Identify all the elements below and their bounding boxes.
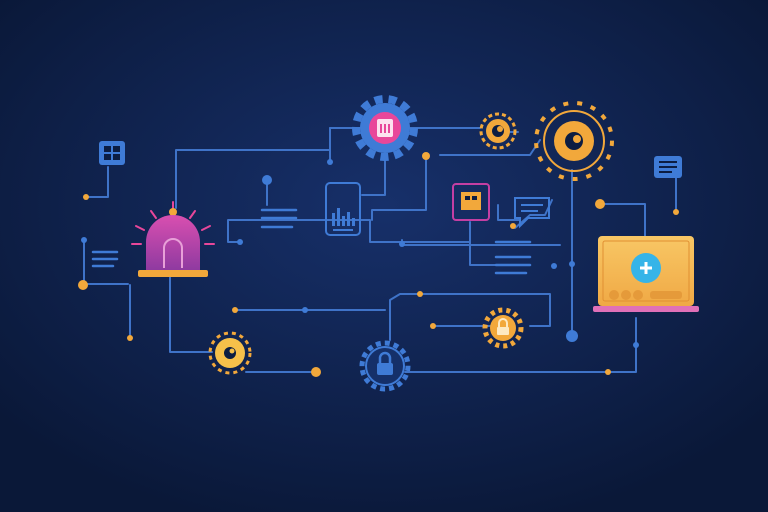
endpoint-dot	[83, 194, 89, 200]
endpoint-dot	[262, 175, 272, 185]
endpoint-dot	[566, 330, 578, 342]
connection-endpoints	[78, 152, 679, 377]
endpoint-dot	[399, 241, 405, 247]
disc-gear-icon	[208, 331, 252, 375]
padlock-gear-icon	[482, 307, 524, 349]
mobile-chart-icon	[325, 182, 361, 236]
endpoint-dot	[81, 237, 87, 243]
window-card-icon	[452, 183, 490, 221]
text-lines-icon	[91, 250, 119, 268]
endpoint-dot	[327, 159, 333, 165]
endpoint-dot	[595, 199, 605, 209]
endpoint-dot	[673, 209, 679, 215]
laptop-icon	[593, 236, 699, 312]
endpoint-dot	[232, 307, 238, 313]
text-lines-icon	[260, 208, 298, 229]
endpoint-dot	[417, 291, 423, 297]
endpoint-dot	[127, 335, 133, 341]
document-icon	[654, 156, 682, 178]
endpoint-dot	[311, 367, 321, 377]
gear-document-icon	[352, 95, 418, 161]
endpoint-dot	[551, 263, 557, 269]
endpoint-dot	[430, 323, 436, 329]
alarm-bell-icon	[131, 201, 215, 277]
lock-gear-icon	[359, 340, 411, 392]
grid-app-icon	[99, 141, 125, 165]
endpoint-dot	[569, 261, 575, 267]
endpoint-dot	[510, 223, 516, 229]
endpoint-dot	[78, 280, 88, 290]
endpoint-dot	[422, 152, 430, 160]
small-gear-icon	[479, 112, 517, 150]
text-lines-icon	[494, 240, 532, 275]
endpoint-dot	[605, 369, 611, 375]
connection-lines	[83, 127, 677, 373]
endpoint-dot	[633, 342, 639, 348]
endpoint-dot	[302, 307, 308, 313]
endpoint-dot	[237, 239, 243, 245]
sun-gear-icon	[534, 101, 614, 181]
chat-bubble-icon	[514, 197, 550, 229]
